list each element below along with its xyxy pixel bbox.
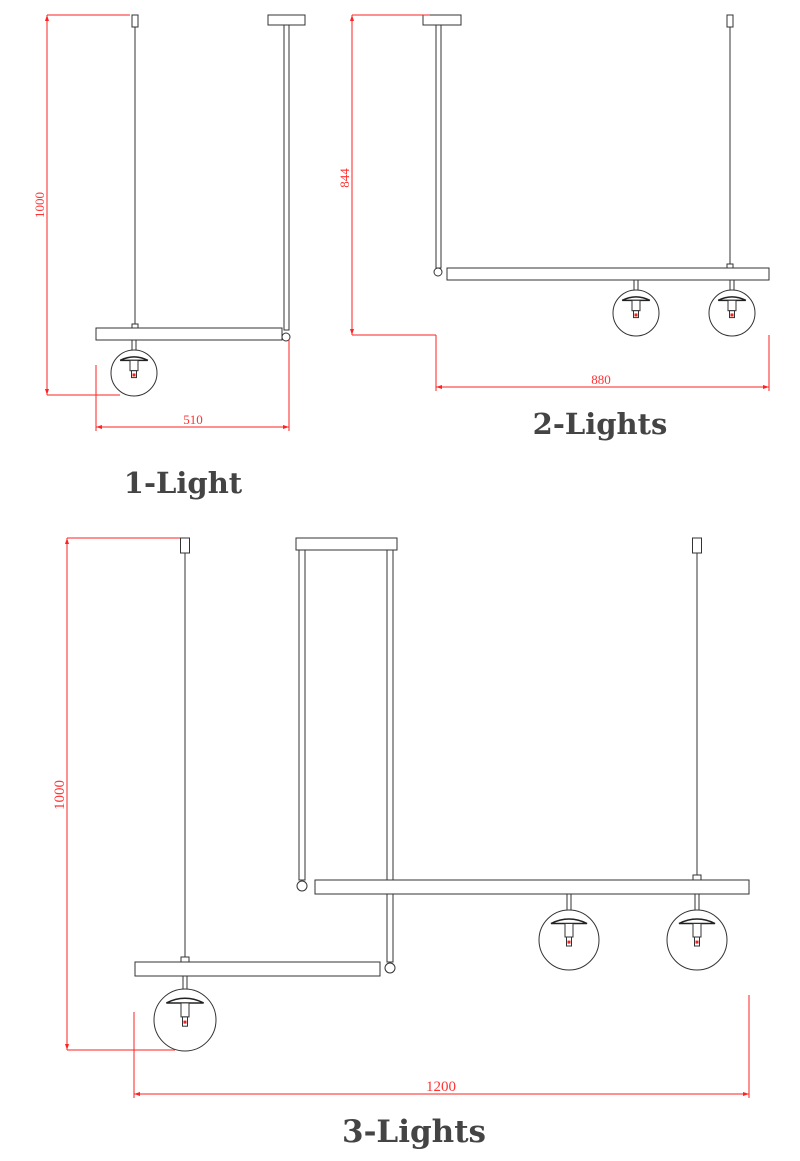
diagram-2-lights bbox=[350, 14, 770, 391]
dimension-arrow bbox=[134, 1092, 140, 1096]
bulb-filament bbox=[567, 940, 571, 944]
globe-cap bbox=[166, 997, 204, 1004]
bulb-filament bbox=[730, 313, 734, 317]
title-1-light: 1-Light bbox=[124, 466, 243, 500]
dimension-arrow bbox=[350, 15, 354, 21]
horizontal-bar bbox=[446, 267, 770, 281]
ceiling-cap bbox=[726, 14, 734, 28]
canopy bbox=[267, 14, 306, 26]
ceiling-cap bbox=[180, 537, 190, 554]
title-2-lights: 2-Lights bbox=[533, 407, 668, 441]
ceiling-cap bbox=[131, 14, 139, 28]
diagram-1-light bbox=[45, 14, 306, 431]
globe-cap bbox=[678, 918, 716, 925]
bar-connector bbox=[726, 263, 734, 269]
width-dimension-1: 510 bbox=[183, 412, 203, 427]
width-dimension-2: 880 bbox=[591, 372, 611, 387]
diagram-3-lights bbox=[65, 537, 750, 1098]
swivel-joint bbox=[433, 267, 443, 277]
dimension-arrow bbox=[283, 425, 289, 429]
bar-connector bbox=[692, 874, 702, 881]
title-3-lights: 3-Lights bbox=[342, 1114, 486, 1150]
bulb-socket bbox=[631, 299, 641, 312]
support-rod bbox=[283, 24, 290, 331]
horizontal-bar bbox=[314, 879, 750, 895]
height-dimension-3: 1000 bbox=[52, 780, 68, 810]
dimension-arrow bbox=[45, 15, 49, 21]
ceiling-cap bbox=[692, 537, 702, 554]
bulb-filament bbox=[695, 940, 699, 944]
bulb-socket bbox=[692, 923, 702, 938]
globe-cap bbox=[621, 296, 651, 302]
bar-connector bbox=[180, 956, 190, 963]
dimension-arrow bbox=[96, 425, 102, 429]
swivel-joint bbox=[281, 332, 291, 342]
width-dimension-3: 1200 bbox=[426, 1079, 456, 1095]
dimension-arrow bbox=[436, 385, 442, 389]
bulb-filament bbox=[183, 1020, 187, 1024]
support-rod bbox=[435, 24, 442, 269]
dimension-arrow bbox=[763, 385, 769, 389]
bulb-filament bbox=[634, 313, 638, 317]
dimension-arrow bbox=[65, 538, 69, 544]
height-dimension-1: 1000 bbox=[32, 192, 47, 218]
horizontal-bar bbox=[95, 327, 283, 341]
horizontal-bar bbox=[134, 961, 381, 977]
bulb-socket bbox=[180, 1002, 190, 1018]
canopy bbox=[295, 537, 398, 551]
bulb-filament bbox=[132, 373, 136, 377]
canopy bbox=[422, 14, 462, 26]
dimension-arrow bbox=[743, 1092, 749, 1096]
height-dimension-2: 844 bbox=[337, 168, 352, 188]
globe-cap bbox=[550, 918, 588, 925]
bar-connector bbox=[131, 323, 139, 329]
swivel-joint bbox=[384, 962, 396, 974]
bulb-socket bbox=[564, 923, 574, 938]
support-rod bbox=[386, 549, 394, 963]
dimension-arrow bbox=[65, 1044, 69, 1050]
globe-cap bbox=[717, 296, 747, 302]
dimension-arrow bbox=[350, 329, 354, 335]
globe-cap bbox=[119, 356, 149, 362]
support-rod bbox=[298, 549, 306, 881]
bulb-socket bbox=[129, 359, 139, 372]
swivel-joint bbox=[296, 880, 308, 892]
dimension-arrow bbox=[45, 389, 49, 395]
bulb-socket bbox=[727, 299, 737, 312]
